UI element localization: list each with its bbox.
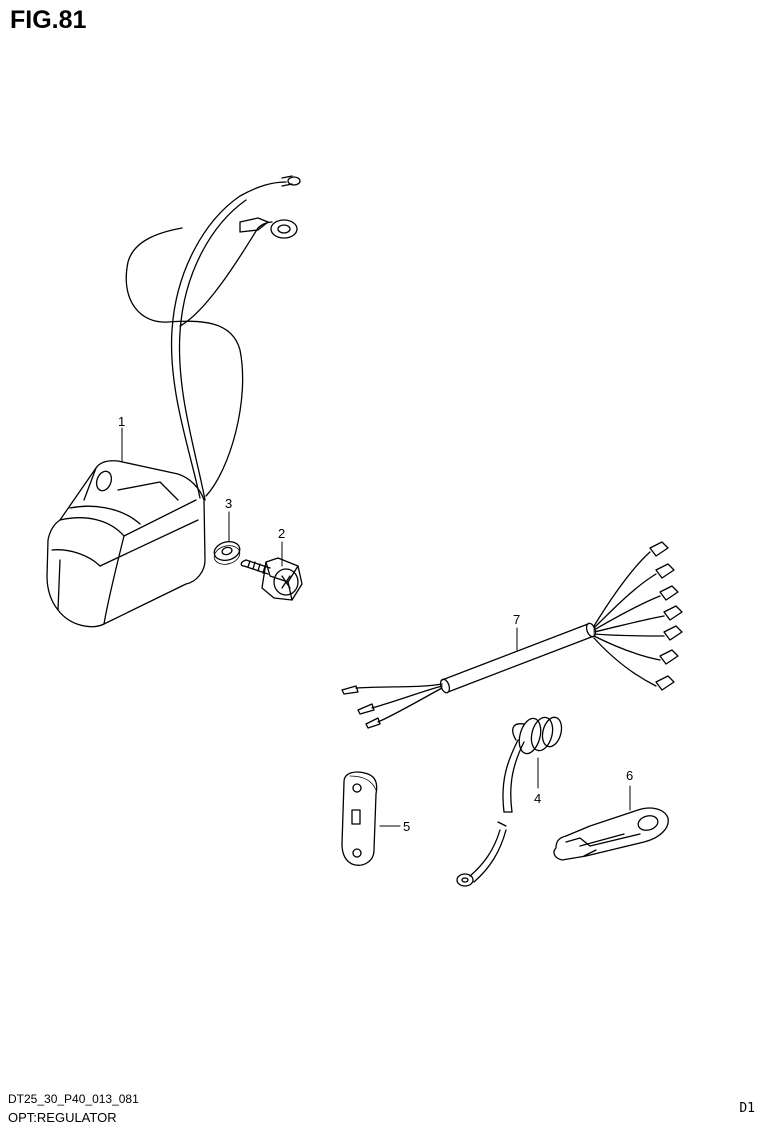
callout-6: 6 [626, 768, 633, 783]
diagram-code: DT25_30_P40_013_081 [8, 1092, 139, 1106]
wire-harness-part [341, 541, 683, 729]
callout-7: 7 [513, 612, 520, 627]
callout-1: 1 [118, 414, 125, 429]
harness-connectors-right [649, 541, 683, 691]
leader-lines [121, 427, 631, 827]
callout-5: 5 [403, 819, 410, 834]
callout-3: 3 [225, 496, 232, 511]
diagram-title: OPT:REGULATOR [8, 1110, 117, 1125]
bolt-part [240, 557, 303, 601]
regulator-part [46, 175, 301, 628]
washer-part [213, 541, 241, 565]
clamp-bracket-part [553, 807, 669, 861]
grommet-lead-part [456, 716, 563, 887]
page-code: D1 [739, 1101, 755, 1116]
callout-2: 2 [278, 526, 285, 541]
callout-4: 4 [534, 791, 541, 806]
figure-title: FIG.81 [10, 6, 87, 34]
plate-part [341, 771, 378, 866]
